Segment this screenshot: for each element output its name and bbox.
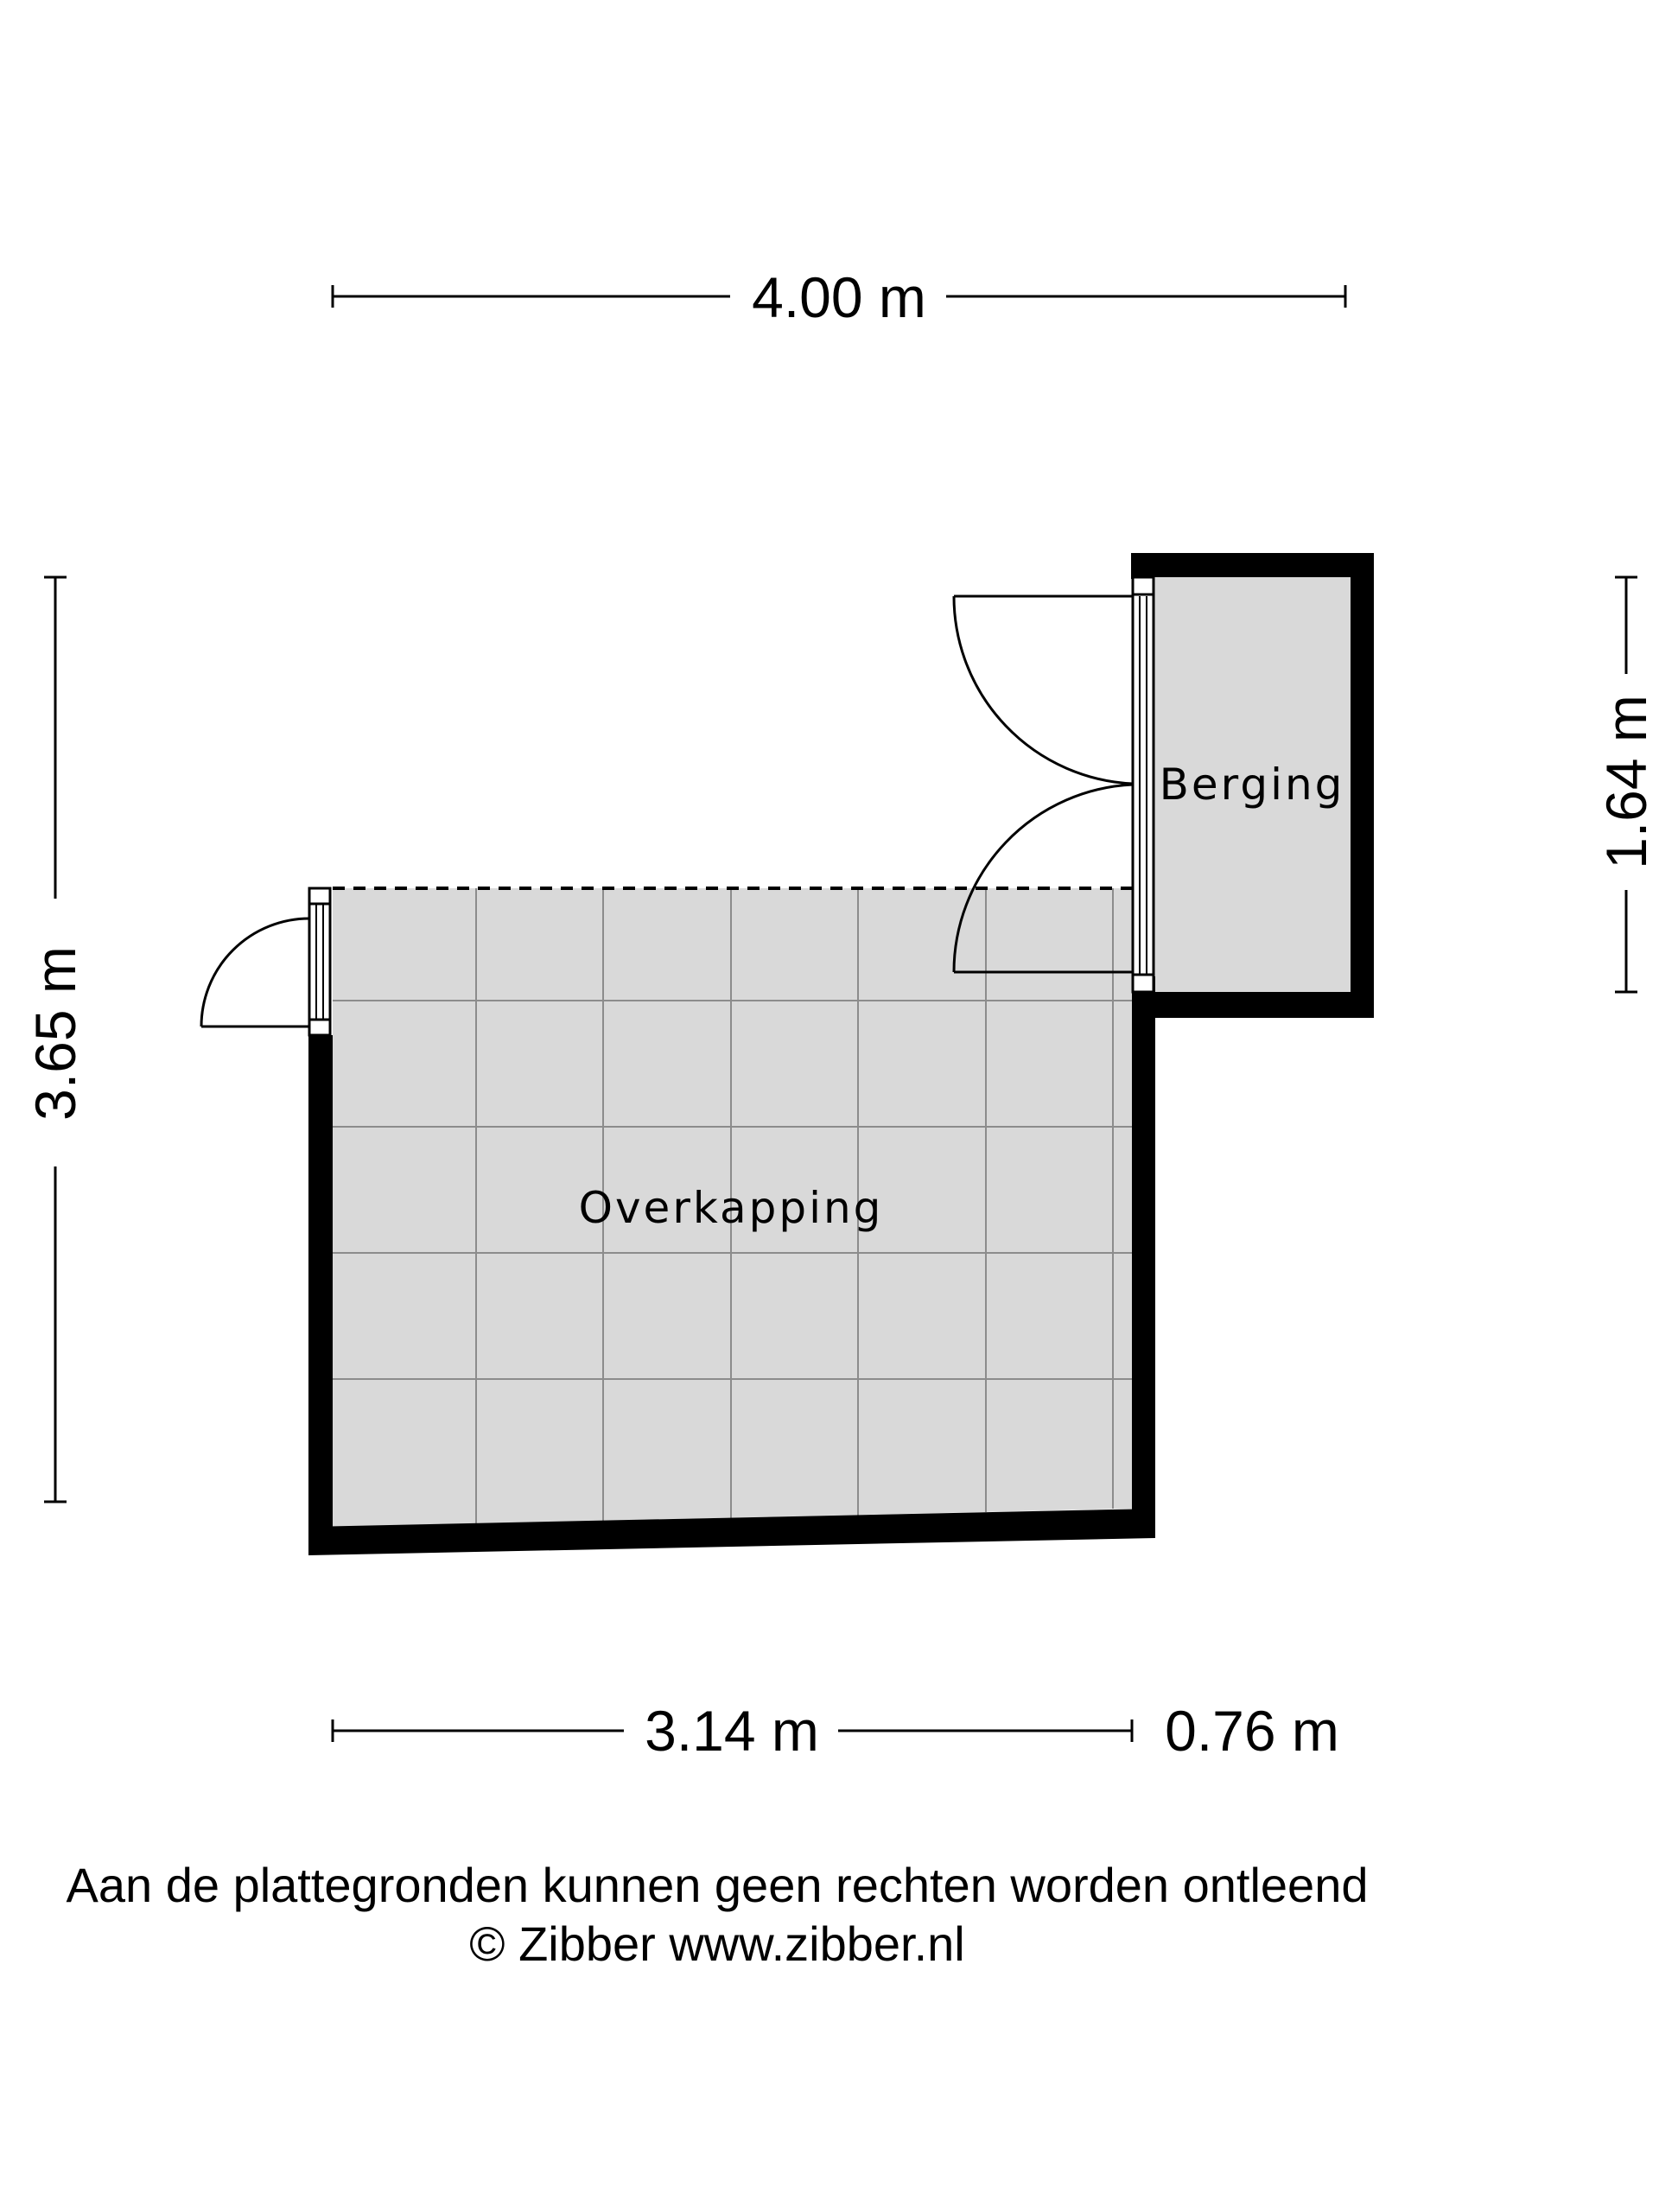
walls: [308, 553, 1374, 1555]
door-left: [200, 887, 332, 1037]
dimension-bottom-left-label: 3.14 m: [645, 1699, 819, 1763]
dimension-bottom-right-label: 0.76 m: [1165, 1699, 1339, 1763]
room-label-overkapping: Overkapping: [579, 1183, 884, 1233]
dimension-left: 3.65 m: [23, 575, 87, 1503]
dimension-left-label: 3.65 m: [23, 946, 87, 1121]
disclaimer-text: Aan de plattegronden kunnen geen rechten…: [66, 1858, 1369, 1912]
room-label-berging: Berging: [1160, 760, 1345, 810]
dimension-bottom: 3.14 m 0.76 m: [331, 1699, 1339, 1763]
berging-floor: [1154, 577, 1351, 992]
dimension-top: 4.00 m: [331, 265, 1347, 329]
overkapping-floor: [333, 888, 1132, 1527]
door-berging: [952, 575, 1155, 994]
dimension-top-label: 4.00 m: [752, 265, 926, 329]
dimension-right-label: 1.64 m: [1594, 695, 1658, 869]
dimension-right: 1.64 m: [1594, 575, 1658, 994]
copyright-text: © Zibber www.zibber.nl: [469, 1916, 965, 1971]
